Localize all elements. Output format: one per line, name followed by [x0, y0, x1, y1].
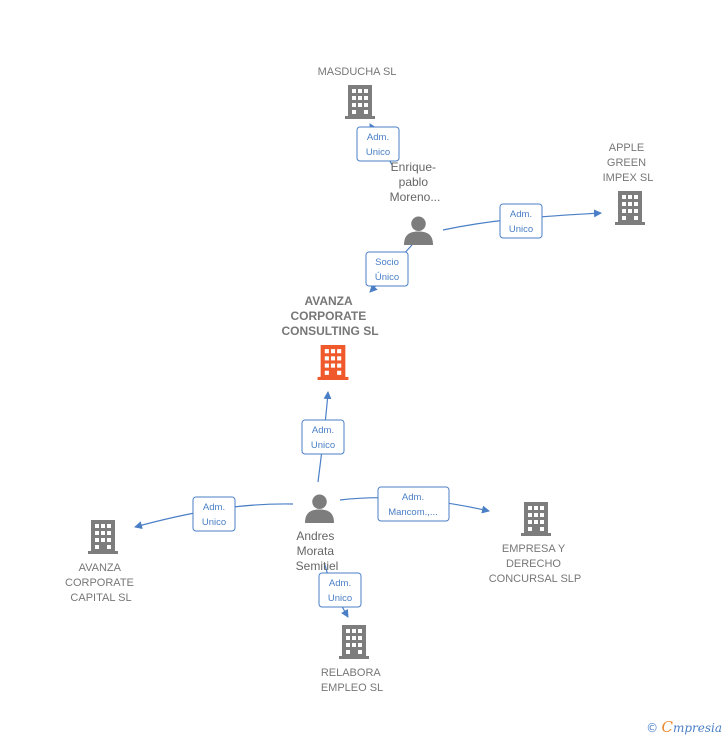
svg-text:Adm.Unico: Adm.Unico: [202, 502, 226, 528]
company-empresa-y-derecho-concursal[interactable]: EMPRESA Y DERECHO CONCURSAL SLP: [489, 502, 582, 585]
person-icon: [305, 494, 334, 523]
edge-label-andres-capital[interactable]: Adm.Unico: [192, 496, 236, 532]
building-icon: [345, 85, 375, 119]
company-avanza-corporate-consulting[interactable]: AVANZA CORPORATE CONSULTING SL: [281, 294, 379, 380]
brand-logo-text: mpresia: [672, 721, 722, 735]
edge-label-enrique-masducha[interactable]: Adm.Unico: [356, 126, 400, 162]
company-masducha[interactable]: MASDUCHA SL: [318, 66, 397, 119]
company-label: AVANZA CORPORATE CONSULTING SL: [281, 294, 378, 338]
company-label: MASDUCHA SL: [318, 66, 397, 78]
person-andres-morata-semitiel[interactable]: Andres Morata Semitiel: [296, 494, 339, 573]
building-icon-main: [317, 345, 349, 380]
company-label: APPLE GREEN IMPEX SL: [603, 142, 654, 184]
company-label: AVANZA CORPORATE CAPITAL SL: [65, 562, 137, 604]
company-label: RELABORA EMPLEO SL: [321, 667, 383, 694]
person-icon: [404, 216, 433, 245]
person-label: Andres Morata Semitiel: [296, 529, 339, 573]
edge-label-andres-empresa[interactable]: Adm.Mancom.,...: [377, 486, 450, 522]
svg-text:Adm.Unico: Adm.Unico: [311, 425, 335, 451]
company-label: EMPRESA Y DERECHO CONCURSAL SLP: [489, 543, 582, 585]
copyright-symbol: ©: [646, 721, 659, 735]
building-icon: [339, 625, 369, 659]
edge-label-andres-avanza[interactable]: Adm.Unico: [301, 419, 345, 455]
company-avanza-corporate-capital[interactable]: AVANZA CORPORATE CAPITAL SL: [65, 520, 137, 604]
building-icon: [88, 520, 118, 554]
brand-logo-initial: C: [661, 718, 673, 736]
svg-text:Adm.Mancom.,...: Adm.Mancom.,...: [388, 492, 438, 518]
person-enrique-pablo-moreno[interactable]: Enrique- pablo Moreno...: [390, 160, 441, 245]
footer-brand[interactable]: © Cmpresia: [646, 718, 722, 736]
person-label: Enrique- pablo Moreno...: [390, 160, 441, 204]
building-icon: [615, 191, 645, 225]
svg-text:Adm.Unico: Adm.Unico: [509, 209, 533, 235]
building-icon: [521, 502, 551, 536]
edge-label-enrique-apple[interactable]: Adm.Unico: [499, 203, 543, 239]
company-apple-green-impex[interactable]: APPLE GREEN IMPEX SL: [603, 142, 654, 225]
svg-text:Adm.Unico: Adm.Unico: [328, 578, 352, 604]
svg-text:Adm.Unico: Adm.Unico: [366, 132, 390, 158]
company-relabora-empleo[interactable]: RELABORA EMPLEO SL: [321, 625, 383, 694]
edge-label-andres-relabora[interactable]: Adm.Unico: [318, 572, 362, 608]
